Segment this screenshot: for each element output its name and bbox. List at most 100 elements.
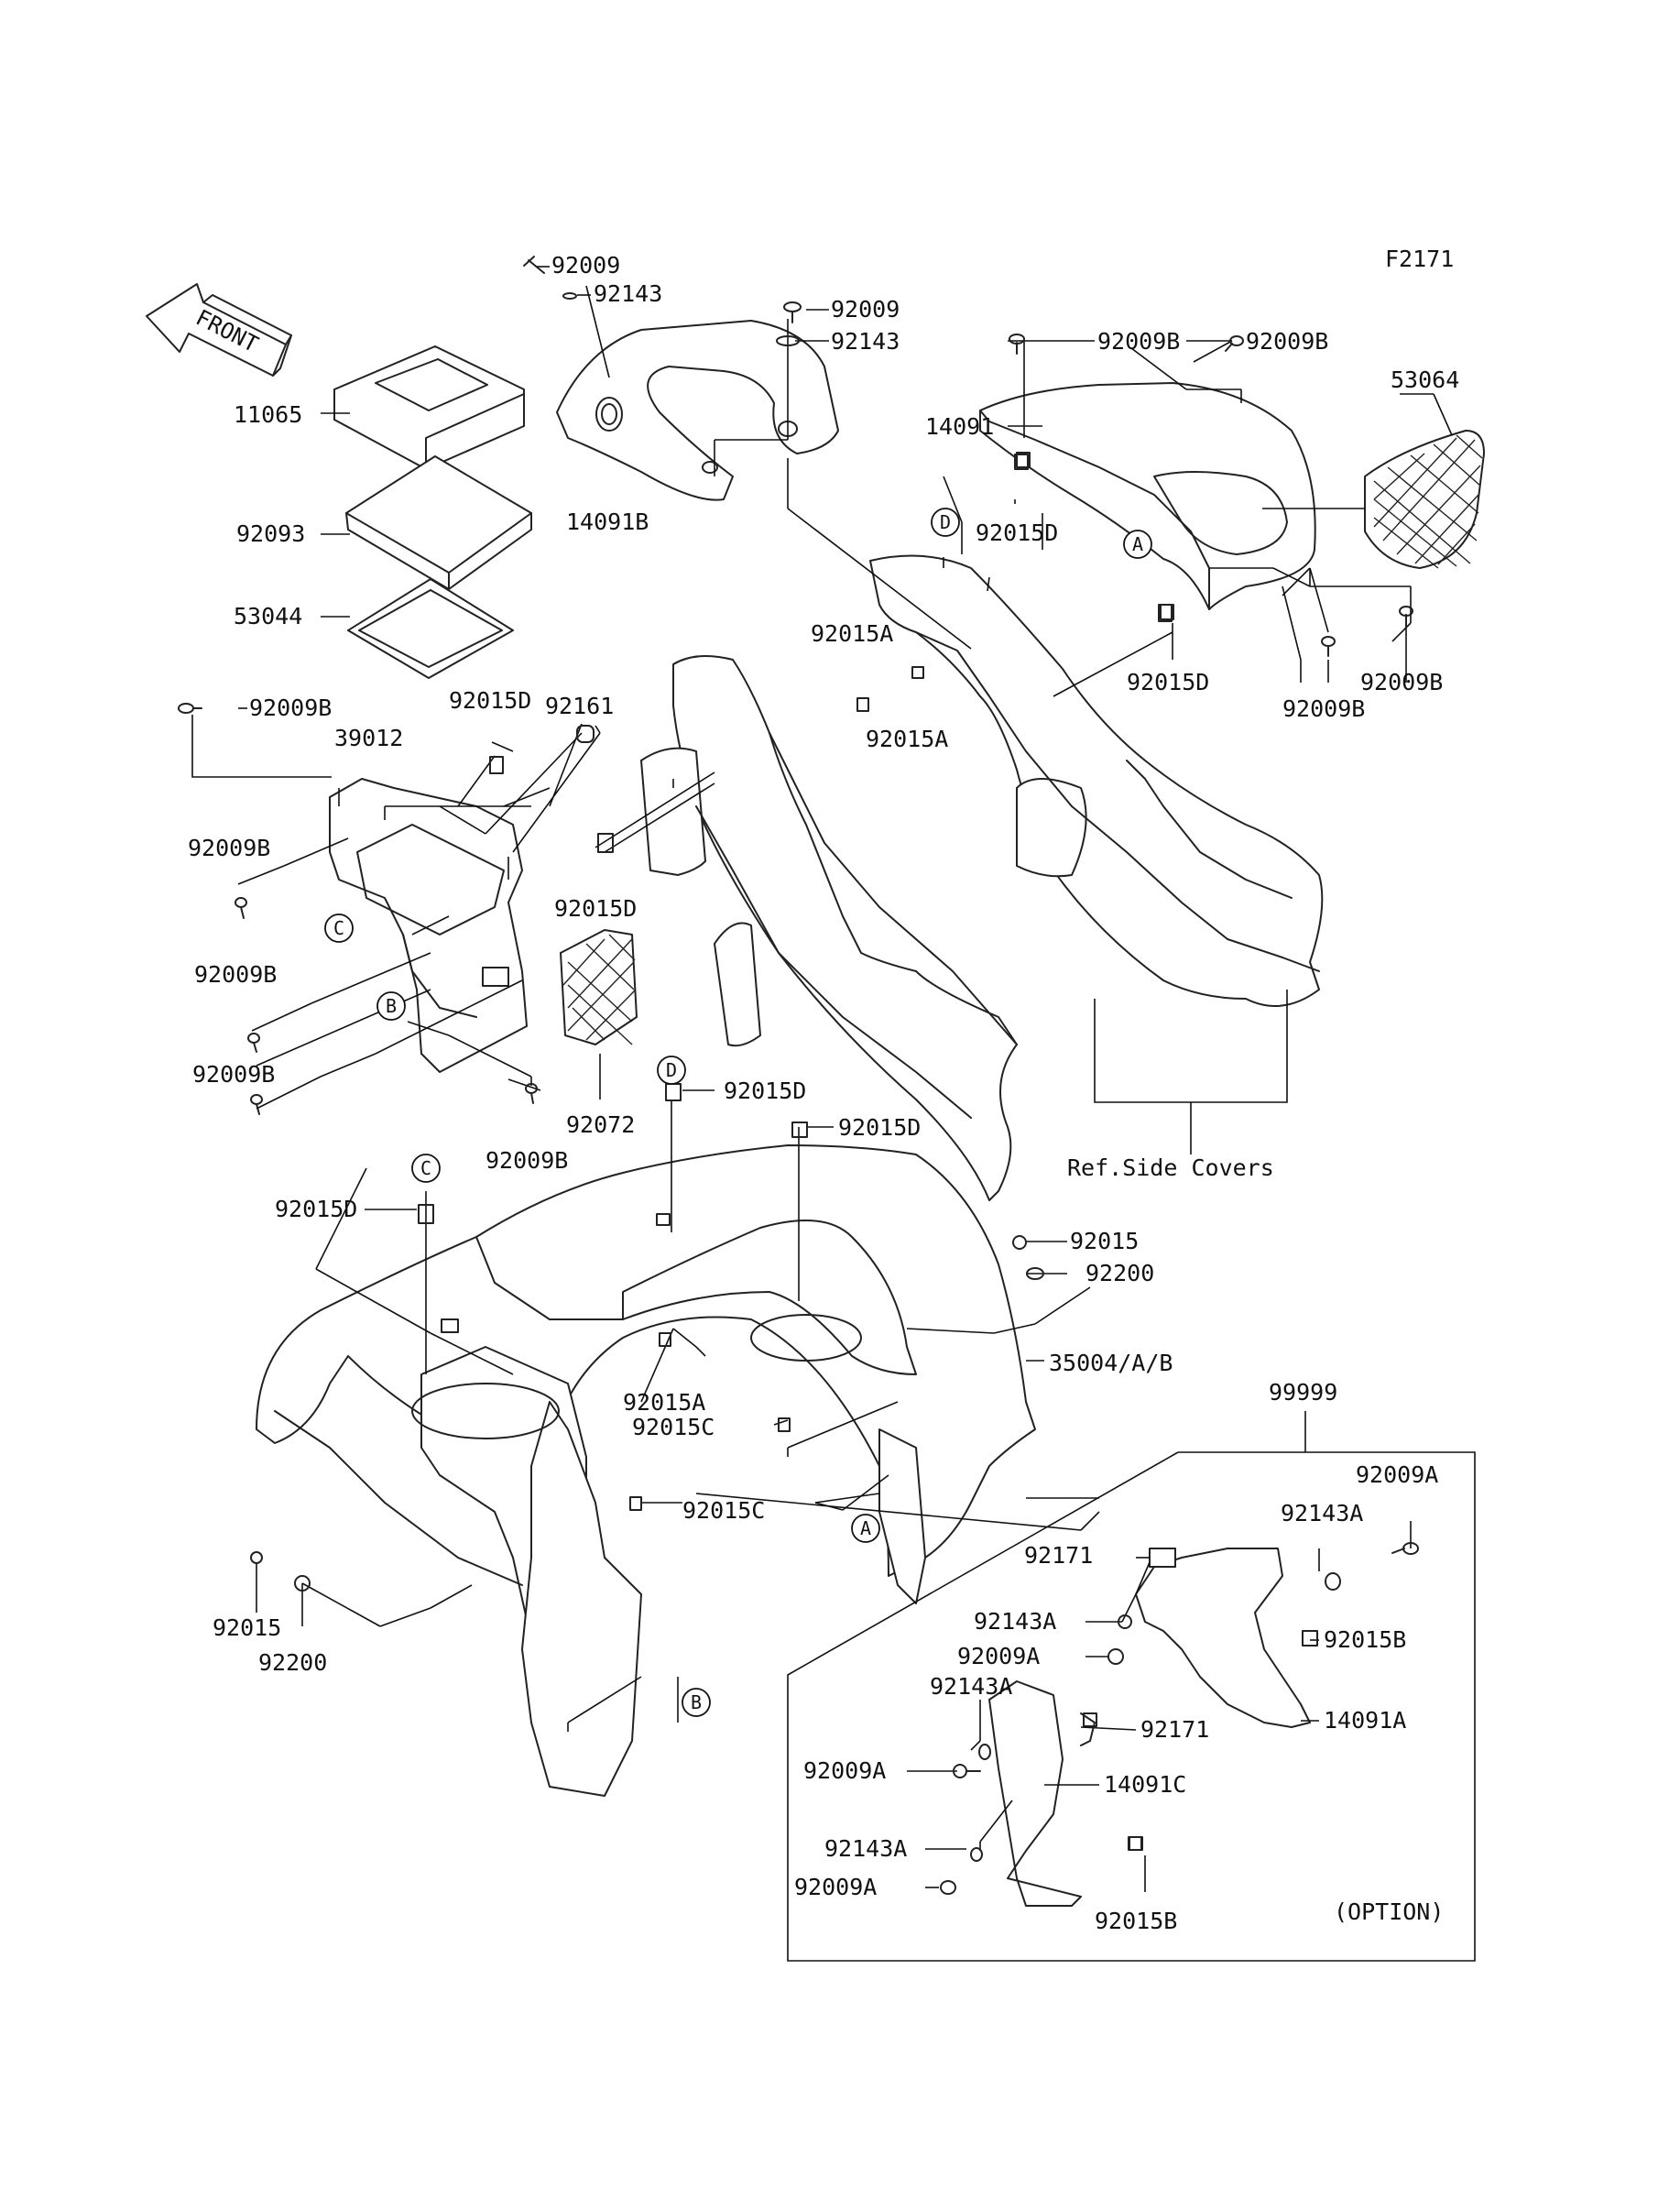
label-92015B-2: 92015B (1095, 1908, 1177, 1934)
svg-text:D: D (666, 1059, 677, 1081)
label-92171-1: 92171 (1024, 1542, 1093, 1569)
circle-ref-D-1: D (931, 508, 960, 537)
center-cover-14091B (556, 320, 839, 501)
label-92161: 92161 (545, 693, 614, 719)
label-92015D-2: 92015D (1127, 669, 1209, 695)
label-92015A-1: 92015A (811, 620, 893, 647)
washer-92143A-3 (978, 1744, 991, 1760)
label-53064: 53064 (1391, 366, 1459, 393)
label-92171-2: 92171 (1140, 1716, 1209, 1743)
rear-fender-35004 (256, 1144, 1036, 1797)
screw-92009B-5 (178, 703, 202, 714)
label-92143A-3: 92143A (930, 1673, 1012, 1700)
collar-92015D-4 (597, 833, 614, 853)
label-92015A-3: 92015A (623, 1389, 705, 1416)
washer-92143-mid (776, 335, 800, 346)
clip-92015A-3 (659, 1332, 671, 1347)
label-92015-2: 92015 (213, 1614, 281, 1641)
label-92009B-6: 92009B (188, 835, 270, 861)
screw-92009B-9 (525, 1083, 538, 1104)
fasteners (178, 256, 1419, 1895)
screw-92009A-4 (940, 1880, 956, 1895)
seal-53044 (347, 578, 514, 679)
grille-92072 (560, 929, 638, 1045)
label-92009A-4: 92009A (794, 1874, 877, 1900)
label-92015D-4: 92015D (554, 895, 637, 922)
svg-text:B: B (386, 995, 397, 1017)
circle-ref-C-2: C (411, 1154, 441, 1183)
label-92015D-3: 92015D (449, 687, 531, 714)
ref-bracket (1094, 990, 1288, 1154)
label-14091B: 14091B (566, 509, 649, 535)
label-92009B-9: 92009B (485, 1147, 568, 1174)
front-arrow-icon: FRONT (146, 283, 292, 377)
label-99999: 99999 (1269, 1379, 1337, 1406)
label-92015D-6: 92015D (838, 1114, 921, 1141)
clip-92015C-2 (629, 1496, 642, 1511)
option-frame (787, 1451, 1476, 1962)
svg-text:B: B (691, 1691, 702, 1713)
label-92009A-1: 92009A (1356, 1461, 1438, 1488)
svg-text:A: A (1132, 533, 1143, 555)
screw-92009A-3 (953, 1764, 981, 1778)
label-92015C-1: 92015C (632, 1414, 715, 1440)
grille-53064 (1364, 430, 1485, 569)
circle-ref-A-1: A (1123, 530, 1152, 559)
label-11065: 11065 (234, 401, 302, 428)
label-92143A-4: 92143A (824, 1835, 907, 1862)
washer-92200-2 (294, 1575, 311, 1592)
label-92015-1: 92015 (1070, 1228, 1139, 1254)
label-92009-top: 92009 (551, 252, 620, 279)
screw-92009-mid (783, 301, 802, 323)
label-39012: 39012 (334, 725, 403, 751)
label-92015D-1: 92015D (976, 520, 1058, 546)
circle-ref-B-1: B (376, 991, 406, 1021)
side-fender-large (869, 554, 1324, 1007)
label-14091C: 14091C (1104, 1771, 1186, 1798)
airbox-cover-11065 (333, 345, 525, 470)
reference-circles: D A C B D C A B (324, 508, 1152, 1717)
screw-92009B-3 (1321, 636, 1336, 657)
label-92009A-2: 92009A (957, 1643, 1040, 1669)
bracket-92171-2 (1080, 1712, 1096, 1746)
svg-text:C: C (420, 1157, 431, 1179)
washer-92143A-1 (1325, 1572, 1341, 1591)
filter-92093 (345, 455, 532, 590)
svg-text:C: C (333, 917, 344, 939)
label-92009B-3: 92009B (1282, 695, 1365, 722)
clip-92015B-2 (1129, 1836, 1143, 1851)
collar-92015D-2 (1158, 604, 1173, 622)
label-14091A: 14091A (1324, 1707, 1406, 1734)
label-92009-mid: 92009 (831, 296, 900, 323)
label-92143A-2: 92143A (974, 1608, 1056, 1635)
side-cover-14091 (979, 382, 1316, 620)
label-92009B-2: 92009B (1246, 328, 1328, 355)
label-92009B-5: 92009B (249, 695, 332, 721)
screw-92009B-4 (1399, 606, 1413, 628)
clip-92015B-1 (1302, 1630, 1318, 1647)
label-92015D-7: 92015D (275, 1196, 357, 1222)
figure-code: F2171 (1385, 246, 1454, 272)
label-35004: 35004/A/B (1049, 1350, 1173, 1376)
screw-92009A-1 (1391, 1542, 1419, 1555)
svg-text:D: D (940, 511, 951, 533)
collar-92015D-1 (1014, 454, 1029, 470)
screw-92009B-2 (1225, 335, 1244, 352)
label-92093: 92093 (236, 520, 305, 547)
fender-left-tall (640, 655, 1018, 1201)
screw-92009-top (523, 256, 545, 274)
label-92009A-3: 92009A (803, 1757, 886, 1784)
label-92009B-1: 92009B (1097, 328, 1180, 355)
circle-ref-B-2: B (682, 1688, 711, 1717)
label-92143A-1: 92143A (1281, 1500, 1363, 1526)
grommet-92161 (576, 725, 595, 743)
part-labels: 92009 92143 11065 14091B 92009 92143 920… (188, 252, 1459, 1934)
option-parts (988, 1548, 1311, 1907)
screw-92009B-1 (1009, 334, 1025, 355)
label-92072: 92072 (566, 1111, 635, 1138)
clip-92015A-2 (911, 666, 924, 679)
ref-side-covers: Ref.Side Covers (1067, 1154, 1274, 1181)
collar-92015D-6 (791, 1121, 808, 1138)
label-92009B-8: 92009B (192, 1061, 275, 1088)
